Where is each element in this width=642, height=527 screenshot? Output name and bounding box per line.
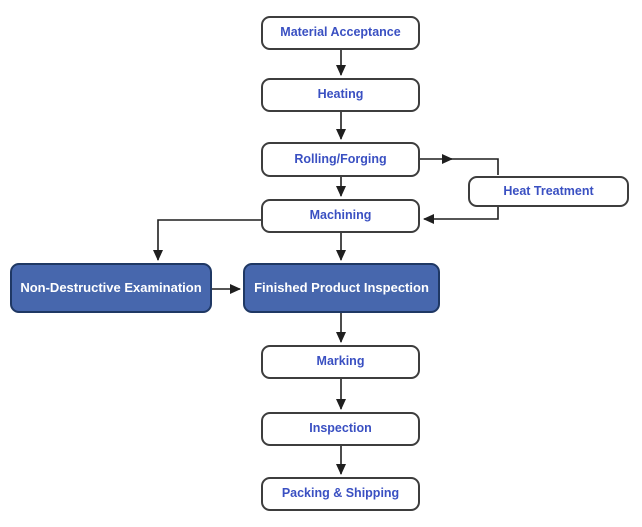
node-marking: Marking [261, 345, 420, 379]
node-packing-shipping: Packing & Shipping [261, 477, 420, 511]
node-rolling-forging: Rolling/Forging [261, 142, 420, 177]
edge-rolling-forging-heat-treatment-elbow [450, 158, 499, 175]
node-heating: Heating [261, 78, 420, 112]
node-machining: Machining [261, 199, 420, 233]
edge-machining-nde [153, 219, 261, 261]
edge-heat-treatment-machining [423, 207, 499, 224]
node-heat-treatment: Heat Treatment [468, 176, 629, 207]
node-material-acceptance: Material Acceptance [261, 16, 420, 50]
node-non-destructive-examination: Non-Destructive Examination [10, 263, 212, 313]
node-inspection: Inspection [261, 412, 420, 446]
node-finished-product-inspection: Finished Product Inspection [243, 263, 440, 313]
